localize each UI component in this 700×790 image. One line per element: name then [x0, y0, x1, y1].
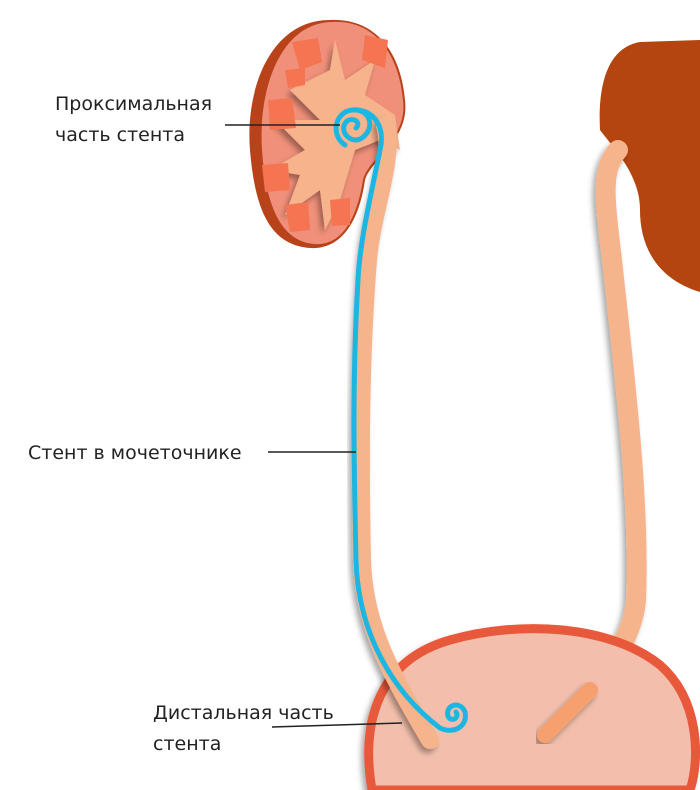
label-ureter-stent: Стент в мочеточнике	[28, 442, 242, 464]
right-kidney	[599, 40, 700, 292]
left-ureter	[351, 116, 439, 749]
label-proximal-line1: Проксимальная	[55, 93, 212, 115]
label-proximal-line2: часть стента	[55, 124, 185, 146]
distal-leader-line	[271, 722, 403, 728]
label-distal-line2: стента	[153, 733, 221, 755]
right-ureter-orifice	[537, 682, 598, 743]
label-distal-line1: Дистальная часть	[153, 702, 334, 724]
bladder	[364, 624, 700, 790]
stent	[341, 107, 468, 733]
